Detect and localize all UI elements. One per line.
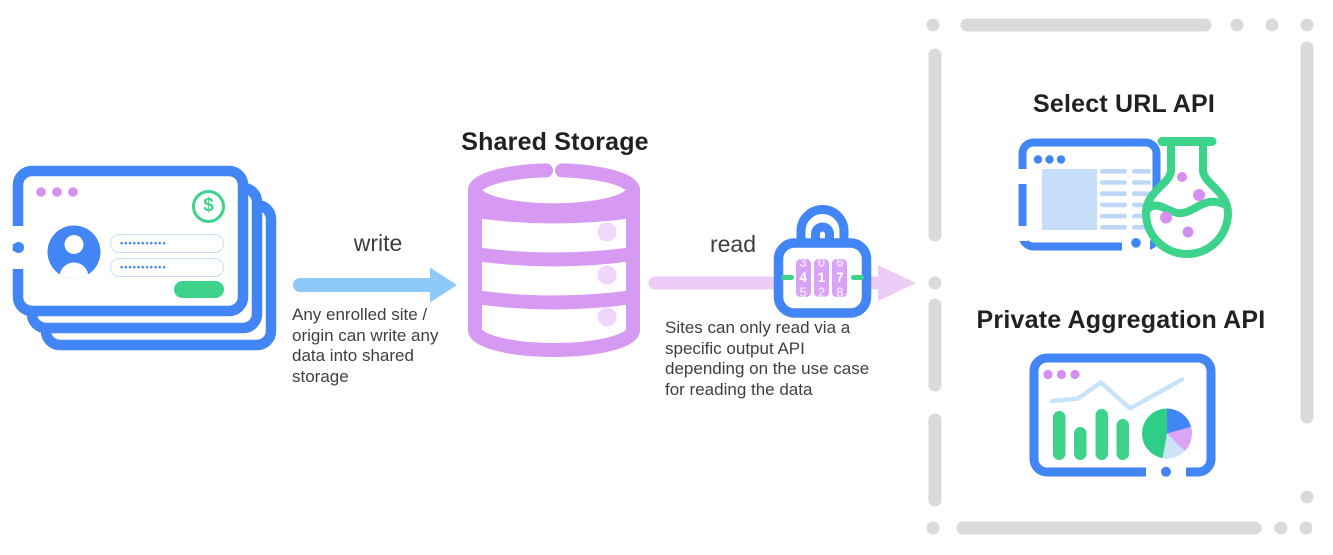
password-field: ••••••••••• [110,233,224,253]
shared-storage-title: Shared Storage [461,128,649,156]
dial-digit-partial: 0 [817,258,826,271]
dial-digit-partial: 5 [799,285,807,297]
database-dots [597,222,617,327]
database-icon [468,163,640,357]
pie-chart-icon [1142,408,1193,459]
password-field: ••••••••••• [110,257,224,277]
flask-bubbles [1160,172,1205,238]
lock-dial: 0 1 2 [813,258,830,297]
select-url-icon [1016,137,1232,258]
write-label: write [353,230,403,256]
dial-digit-partial: 6 [836,258,844,271]
flask-icon [1142,137,1232,258]
dial-digit: 1 [817,270,826,285]
dial-digit-partial: 8 [836,285,844,297]
dial-digit-partial: 3 [799,258,807,271]
write-arrow [293,267,457,303]
write-caption: Any enrolled site / origin can write any… [292,305,439,386]
bar-chart-icon [1053,409,1129,460]
lock-dial: 3 4 5 [795,258,811,297]
avatar-icon [47,225,101,279]
content-placeholder [1042,169,1097,230]
window-dots-icon [1043,369,1080,380]
text-lines [1100,169,1151,230]
lock-dial: 6 7 8 [832,258,848,297]
window-dots-icon [36,187,78,197]
read-label: read [709,231,757,257]
dashboard-icon [1029,353,1216,478]
border-dot [13,242,24,253]
line-chart-icon [1049,377,1185,411]
submit-button [174,280,224,298]
private-aggregation-api-title: Private Aggregation API [976,306,1266,334]
select-url-api-title: Select URL API [1032,90,1216,118]
border-dot [1131,238,1141,248]
dial-digit: 4 [799,270,807,285]
window-dots-icon [1033,155,1066,164]
dollar-icon: $ [192,190,225,223]
dial-digit-partial: 2 [817,285,826,297]
read-caption: Sites can only read via a specific outpu… [665,318,870,399]
privacy-boundary [926,18,1314,535]
lock-dials: 3 4 5 0 1 2 6 7 8 [795,258,848,297]
border-dot [1161,466,1171,477]
dial-digit: 7 [836,270,844,285]
